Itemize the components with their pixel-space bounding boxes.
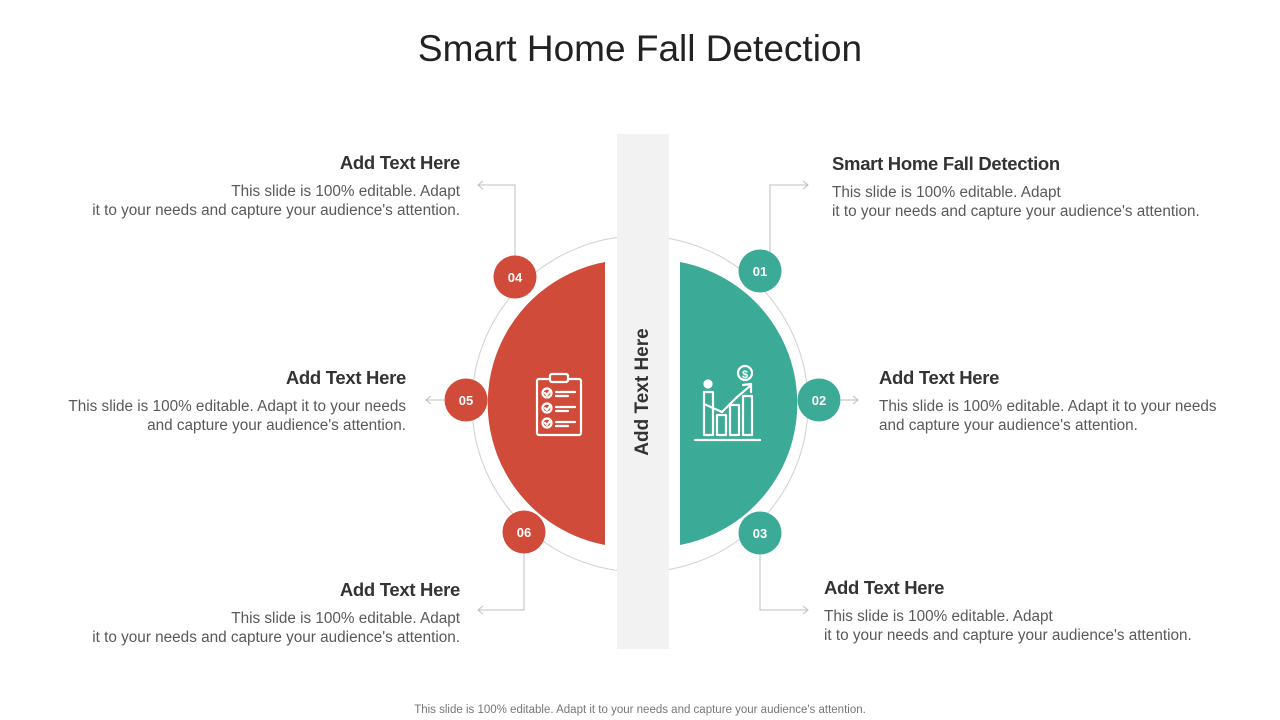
badge-01: 01	[738, 249, 782, 293]
item-06-desc-line1: This slide is 100% editable. Adapt	[231, 610, 460, 627]
item-04-heading: Add Text Here	[339, 152, 460, 173]
arrow-01	[802, 180, 809, 190]
item-01-heading: Smart Home Fall Detection	[832, 153, 1060, 174]
footer-note: This slide is 100% editable. Adapt it to…	[414, 704, 866, 716]
item-03-heading: Add Text Here	[824, 577, 945, 598]
center-label: Add Text Here	[632, 328, 653, 456]
connector-04	[478, 184, 516, 256]
growth-chart-dollar-icon	[693, 364, 762, 442]
dollar-sign-icon: $	[742, 369, 748, 381]
badge-03: 03	[738, 511, 782, 555]
connector-06	[478, 553, 525, 611]
item-03-desc-line1: This slide is 100% editable. Adapt	[824, 608, 1053, 625]
item-02-desc-line1: This slide is 100% editable. Adapt it to…	[879, 398, 1217, 415]
arrow-03	[802, 605, 809, 615]
slide-title: Smart Home Fall Detection	[417, 28, 863, 69]
item-04-text: Add Text Here This slide is 100% editabl…	[92, 152, 460, 220]
arrow-02	[852, 395, 859, 405]
center-bar	[617, 134, 669, 649]
badge-05: 05	[444, 378, 488, 422]
item-05-desc-line1: This slide is 100% editable. Adapt it to…	[68, 398, 406, 415]
item-01-text: Smart Home Fall Detection This slide is …	[832, 153, 1200, 221]
svg-text:04: 04	[508, 270, 523, 285]
item-06-text: Add Text Here This slide is 100% editabl…	[92, 579, 460, 647]
item-01-desc-line2: it to your needs and capture your audien…	[832, 203, 1200, 220]
right-half-disc	[680, 262, 798, 545]
badge-04: 04	[493, 255, 537, 299]
arrow-04	[477, 180, 484, 190]
item-02-heading: Add Text Here	[879, 367, 1000, 388]
item-06-heading: Add Text Here	[339, 579, 460, 600]
item-01-desc-line1: This slide is 100% editable. Adapt	[832, 184, 1061, 201]
svg-text:02: 02	[812, 393, 826, 408]
item-02-desc-line2: and capture your audience's attention.	[879, 417, 1138, 434]
item-03-text: Add Text Here This slide is 100% editabl…	[824, 577, 1192, 645]
item-05-text: Add Text Here This slide is 100% editabl…	[68, 367, 406, 435]
arrow-05	[425, 395, 432, 405]
connectors	[425, 180, 859, 615]
svg-text:05: 05	[459, 393, 473, 408]
svg-text:06: 06	[517, 525, 531, 540]
item-02-text: Add Text Here This slide is 100% editabl…	[879, 367, 1217, 435]
item-04-desc-line2: it to your needs and capture your audien…	[92, 202, 460, 219]
arrow-06	[477, 605, 484, 615]
connector-01	[769, 184, 808, 252]
badge-06: 06	[502, 510, 546, 554]
item-03-desc-line2: it to your needs and capture your audien…	[824, 627, 1192, 644]
item-04-desc-line1: This slide is 100% editable. Adapt	[231, 183, 460, 200]
item-05-heading: Add Text Here	[285, 367, 406, 388]
svg-text:03: 03	[753, 526, 767, 541]
item-05-desc-line2: and capture your audience's attention.	[147, 417, 406, 434]
item-06-desc-line2: it to your needs and capture your audien…	[92, 629, 460, 646]
badge-02: 02	[797, 378, 841, 422]
connector-03	[759, 554, 808, 611]
svg-text:01: 01	[753, 264, 767, 279]
checklist-clipboard-icon	[535, 372, 583, 437]
